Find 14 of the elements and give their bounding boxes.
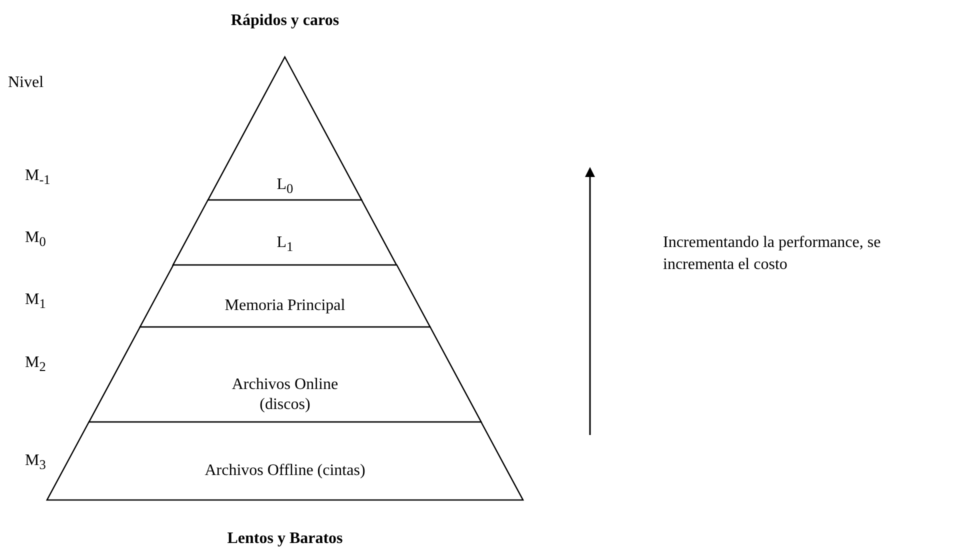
note: Incrementando la performance, se incrementa el costo	[663, 233, 882, 275]
heading: Rápidos y caros	[230, 12, 340, 30]
level-number: M$_{3}$	[25, 451, 46, 474]
level-label: Memoria Principal	[224, 296, 346, 316]
level-label: L$_{0}$	[276, 175, 294, 198]
level-number: M$_{-1}$	[25, 166, 50, 190]
caption: Lentos y Baratos	[226, 530, 344, 548]
level-label: Archivos Offline (cintas)	[204, 461, 366, 481]
level-label: Archivos Online (discos)	[230, 374, 340, 414]
axis-heading: Nivel	[8, 73, 44, 93]
level-number: M$_{2}$	[25, 353, 46, 376]
level-label: L$_{1}$	[276, 232, 294, 256]
level-number: M$_{1}$	[25, 290, 46, 314]
level-number: M$_{0}$	[25, 228, 46, 252]
